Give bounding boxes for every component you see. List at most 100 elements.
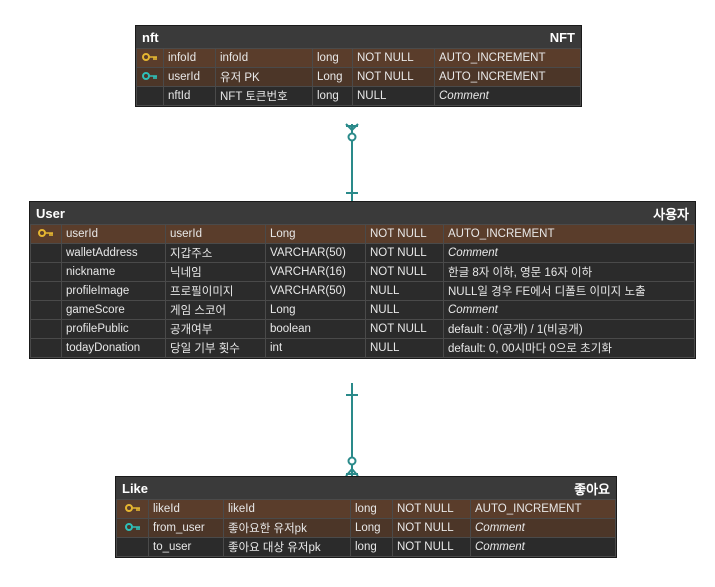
entity-comment: 좋아요 <box>574 481 610 497</box>
column-name: gameScore <box>61 300 166 320</box>
column-name: likeId <box>148 499 224 519</box>
column-comment: Comment <box>443 243 695 263</box>
column-name: profilePublic <box>61 319 166 339</box>
column-logical-name: 좋아요 대상 유저pk <box>223 537 351 557</box>
column-comment: Comment <box>434 86 581 106</box>
column-nullable: NOT NULL <box>352 48 435 68</box>
column-logical-name: userId <box>165 224 266 244</box>
column-comment: AUTO_INCREMENT <box>470 499 616 519</box>
column-nullable: NULL <box>352 86 435 106</box>
column-nullable: NOT NULL <box>392 499 471 519</box>
column-type: long <box>312 86 353 106</box>
column-logical-name: 유저 PK <box>215 67 313 87</box>
column-comment: AUTO_INCREMENT <box>434 67 581 87</box>
entity-name: User <box>36 205 65 221</box>
column-type: VARCHAR(16) <box>265 262 366 282</box>
key-cell <box>30 319 62 339</box>
column-logical-name: 닉네임 <box>165 262 266 282</box>
column-type: long <box>350 537 393 557</box>
column-logical-name: 프로필이미지 <box>165 281 266 301</box>
column-name: userId <box>163 67 216 87</box>
entity-comment: NFT <box>549 29 575 45</box>
column-comment: AUTO_INCREMENT <box>434 48 581 68</box>
column-logical-name: 지갑주소 <box>165 243 266 263</box>
key-cell <box>116 499 149 519</box>
column-logical-name: 공개여부 <box>165 319 266 339</box>
column-logical-name: 게임 스코어 <box>165 300 266 320</box>
key-cell <box>136 48 164 68</box>
column-name: nftId <box>163 86 216 106</box>
key-cell <box>116 518 149 538</box>
entity-name: nft <box>142 29 159 45</box>
column-nullable: NOT NULL <box>365 224 444 244</box>
column-comment: NULL일 경우 FE에서 디폴트 이미지 노출 <box>443 281 695 301</box>
column-type: Long <box>265 300 366 320</box>
key-cell <box>30 338 62 358</box>
column-name: nickname <box>61 262 166 282</box>
column-type: VARCHAR(50) <box>265 243 366 263</box>
nft-entity-header[interactable]: nft NFT <box>136 26 581 48</box>
column-logical-name: likeId <box>223 499 351 519</box>
user-entity-header[interactable]: User 사용자 <box>30 202 695 224</box>
column-nullable: NULL <box>365 300 444 320</box>
column-type: long <box>312 48 353 68</box>
column-type: Long <box>350 518 393 538</box>
key-cell <box>30 262 62 282</box>
column-nullable: NOT NULL <box>365 262 444 282</box>
pk-key-icon <box>124 503 140 512</box>
column-logical-name: 좋아요한 유저pk <box>223 518 351 538</box>
column-name: todayDonation <box>61 338 166 358</box>
column-comment: default: 0, 00시마다 0으로 초기화 <box>443 338 695 358</box>
column-nullable: NULL <box>365 281 444 301</box>
fk-key-icon <box>124 522 140 531</box>
fk-key-icon <box>142 71 157 80</box>
column-name: walletAddress <box>61 243 166 263</box>
key-cell <box>30 224 62 244</box>
column-nullable: NOT NULL <box>392 537 471 557</box>
column-name: userId <box>61 224 166 244</box>
column-comment: AUTO_INCREMENT <box>443 224 695 244</box>
like-entity-header[interactable]: Like 좋아요 <box>116 477 616 499</box>
column-nullable: NULL <box>365 338 444 358</box>
column-nullable: NOT NULL <box>352 67 435 87</box>
entity-name: Like <box>122 480 149 496</box>
column-name: from_user <box>148 518 224 538</box>
column-type: Long <box>265 224 366 244</box>
column-type: Long <box>312 67 353 87</box>
column-comment: default : 0(공개) / 1(비공개) <box>443 319 695 339</box>
pk-key-icon <box>38 228 53 237</box>
column-type: VARCHAR(50) <box>265 281 366 301</box>
key-cell <box>30 243 62 263</box>
column-name: infoId <box>163 48 216 68</box>
column-nullable: NOT NULL <box>365 243 444 263</box>
column-comment: Comment <box>470 518 616 538</box>
column-type: long <box>350 499 393 519</box>
column-type: int <box>265 338 366 358</box>
column-nullable: NOT NULL <box>392 518 471 538</box>
column-logical-name: NFT 토큰번호 <box>215 86 313 106</box>
entity-comment: 사용자 <box>653 206 689 222</box>
key-cell <box>30 281 62 301</box>
pk-key-icon <box>142 52 157 61</box>
key-cell <box>136 67 164 87</box>
